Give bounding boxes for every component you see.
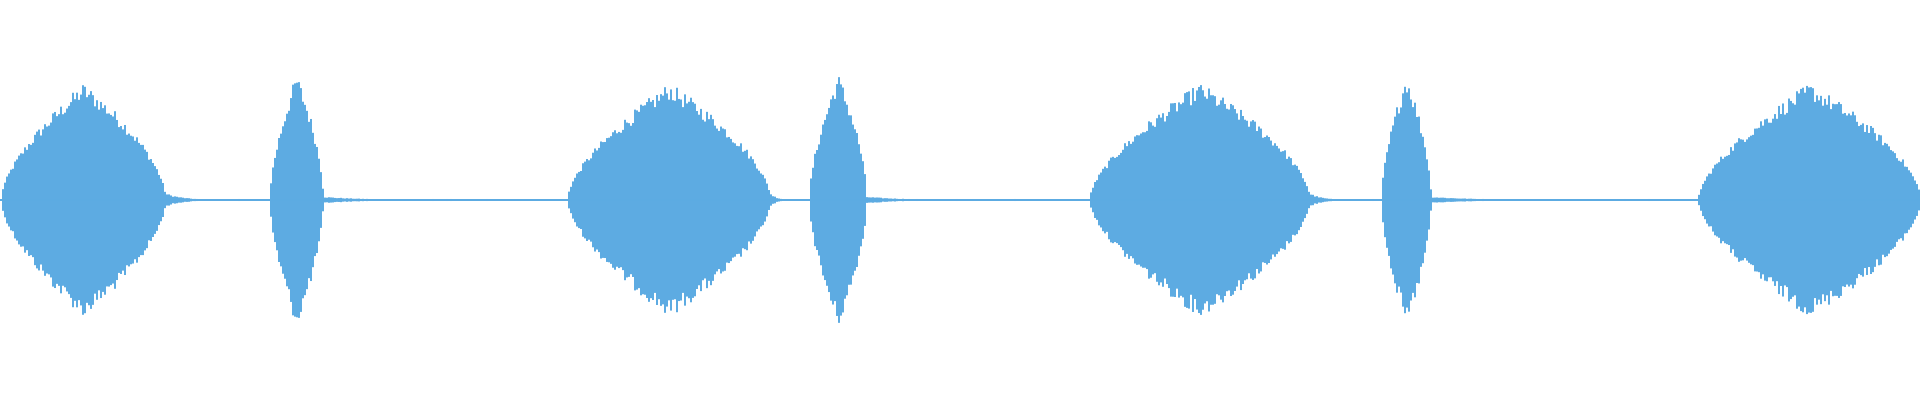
waveform-baseline (0, 199, 1920, 201)
waveform-bars (0, 77, 1920, 323)
